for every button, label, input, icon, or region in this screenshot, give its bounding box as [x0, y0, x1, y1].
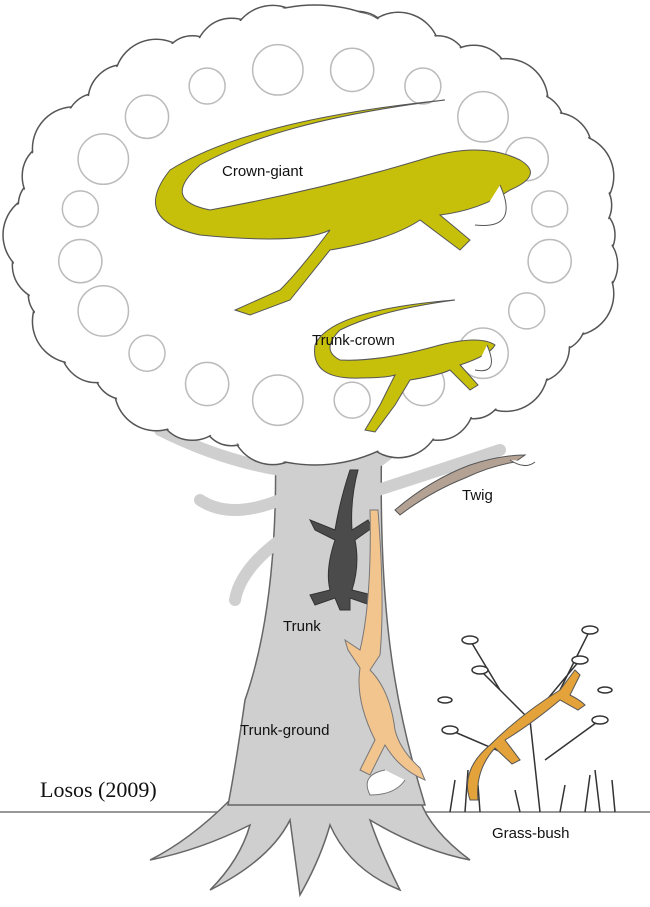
canopy-lobe — [184, 361, 230, 407]
label-trunk-crown: Trunk-crown — [312, 332, 395, 349]
trunk-crown-lizard — [314, 299, 496, 433]
citation: Losos (2009) — [40, 777, 157, 802]
canopy-lobe — [57, 238, 103, 284]
canopy-lobe — [507, 292, 546, 330]
label-crown-giant: Crown-giant — [222, 163, 303, 180]
canopy-lobe — [527, 238, 573, 284]
canopy-lobe — [77, 133, 130, 186]
canopy-lobe — [404, 67, 442, 105]
canopy-lobe — [251, 374, 304, 427]
label-trunk-ground: Trunk-ground — [240, 722, 330, 739]
canopy-lobe — [61, 190, 100, 228]
grass-bush-lizard — [467, 669, 586, 801]
twig-lizard — [394, 454, 536, 516]
crown-giant-lizard — [154, 99, 531, 316]
label-trunk: Trunk — [283, 618, 321, 635]
canopy-lobe — [128, 334, 166, 372]
canopy-lobe — [457, 90, 509, 143]
canopy-lobe — [329, 47, 375, 93]
canopy-lobe — [124, 94, 170, 140]
tree-roots — [149, 799, 471, 898]
label-grass-bush: Grass-bush — [492, 825, 570, 842]
canopy-lobe — [333, 381, 371, 419]
canopy-lobe — [77, 284, 130, 337]
trunk-ground-lizard — [344, 509, 426, 796]
canopy-lobe — [188, 67, 226, 105]
label-twig: Twig — [462, 487, 493, 504]
canopy-lobe — [530, 190, 569, 228]
canopy-lobe — [251, 43, 304, 96]
trunk-lizard — [308, 469, 373, 611]
